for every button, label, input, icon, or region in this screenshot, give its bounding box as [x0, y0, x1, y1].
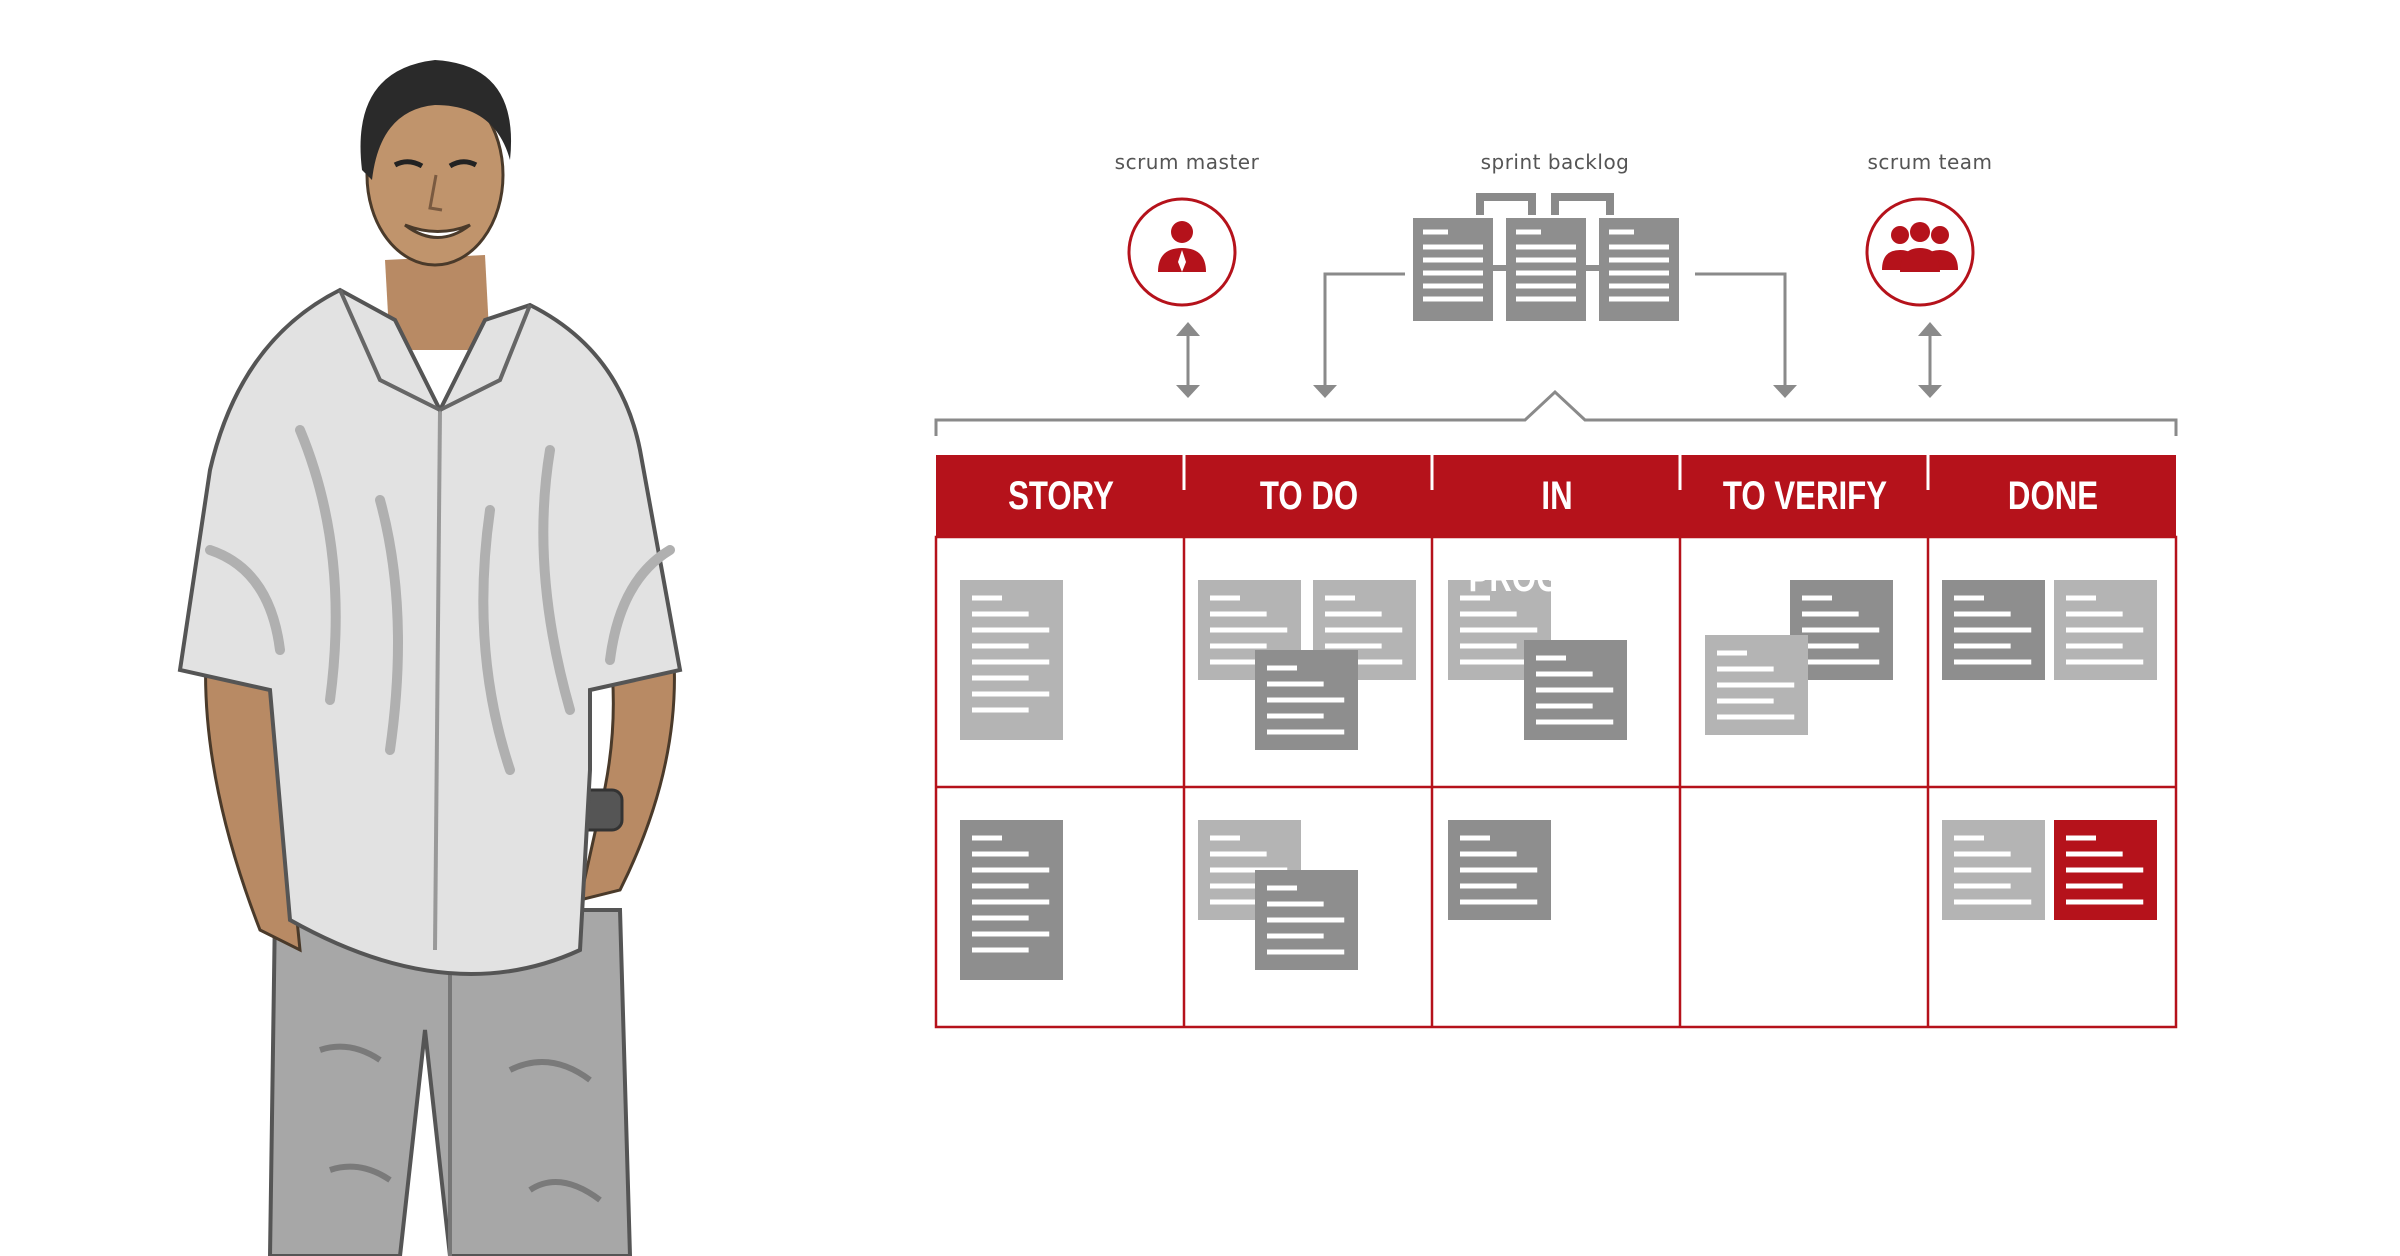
task-card [2054, 580, 2157, 680]
sprint-backlog-label: sprint backlog [1480, 150, 1630, 174]
task-card [1705, 635, 1808, 735]
task-card [960, 580, 1063, 740]
column-header-story: STORY [1008, 474, 1114, 518]
team-icon [1865, 197, 1975, 307]
task-card [1942, 580, 2045, 680]
documents-icon [1413, 193, 1679, 321]
person-icon [1127, 197, 1237, 307]
task-card [1942, 820, 2045, 920]
task-card [960, 820, 1063, 980]
task-card [1255, 870, 1358, 970]
column-header-in-progress: IN PROGRESS [1468, 474, 1646, 600]
task-card [1448, 820, 1551, 920]
column-header-done: DONE [2007, 474, 2099, 518]
task-card [1790, 580, 1893, 680]
task-card [1255, 650, 1358, 750]
column-header-to-verify: TO VERIFY [1722, 474, 1888, 518]
person-illustration [177, 60, 683, 1256]
task-card [2054, 820, 2157, 920]
column-header-to-do: TO DO [1259, 474, 1359, 518]
scrum-team-label: scrum team [1867, 150, 1993, 174]
task-card [1524, 640, 1627, 740]
scrum-master-label: scrum master [1114, 150, 1260, 174]
